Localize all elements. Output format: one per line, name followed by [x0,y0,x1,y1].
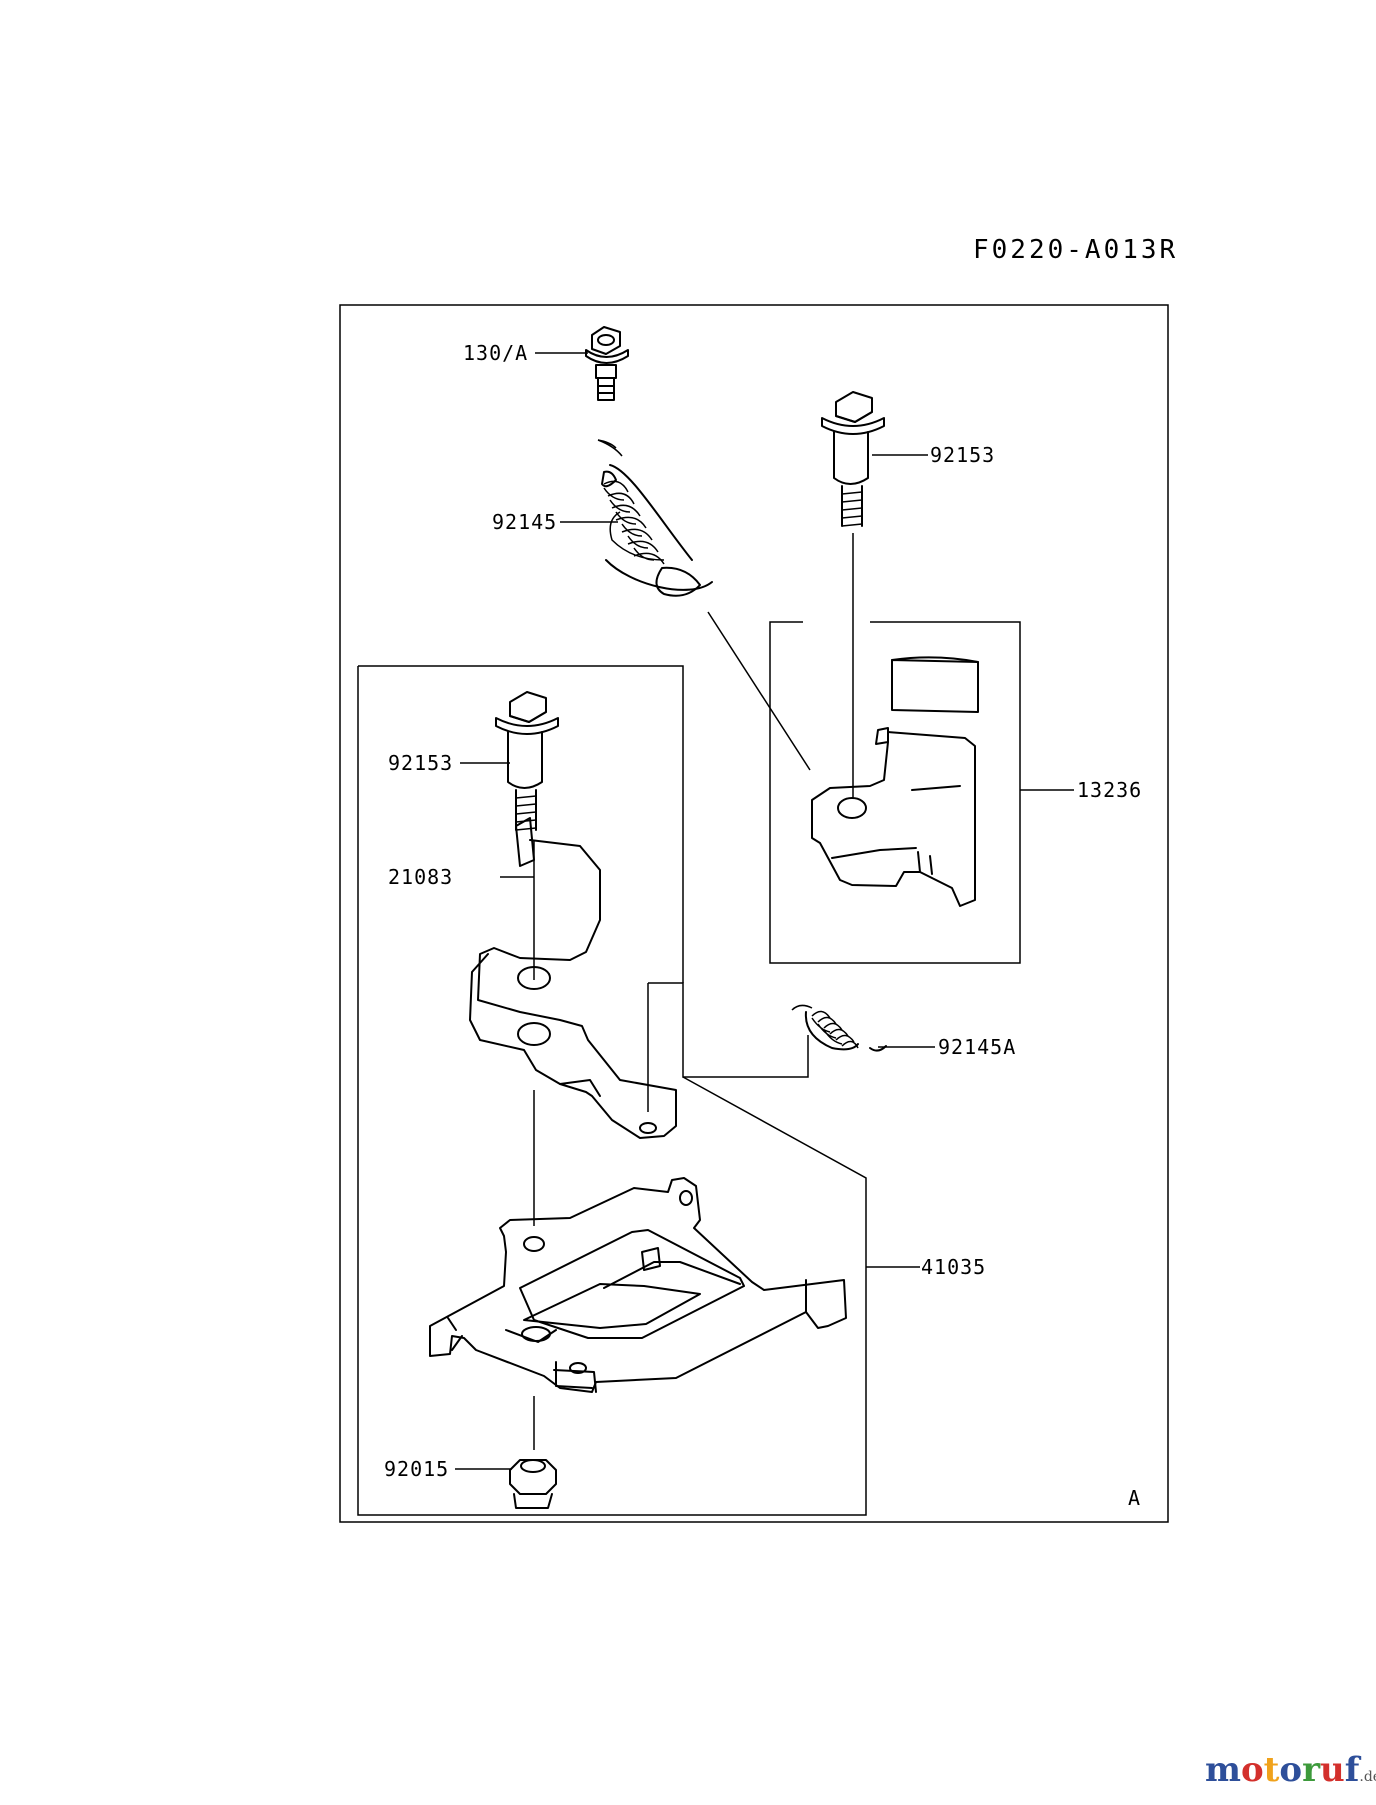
label-21083: 21083 [388,865,453,889]
spring-hook-line [648,982,809,1078]
wm-letter: o [1240,1750,1264,1790]
label-92145: 92145 [492,510,557,534]
wm-letter: t [1263,1750,1280,1790]
spring-link-line [707,611,811,771]
lever-assy-frame [769,621,1021,964]
shoulder-bolt-left [495,691,559,831]
lever-assembly [811,656,979,907]
label-13236: 13236 [1077,778,1142,802]
coil-spring [597,439,713,597]
label-130a: 130/A [463,341,528,365]
small-coil-spring [791,1004,887,1052]
control-lever [469,817,677,1139]
corner-mark: A [1128,1486,1141,1510]
wm-letter: u [1320,1750,1345,1790]
wm-letter: o [1279,1750,1303,1790]
mounting-bracket [429,1177,847,1393]
left-group-frame-lower [357,666,867,1516]
left-group-frame [358,665,684,983]
label-92145a: 92145A [938,1035,1016,1059]
shoulder-bolt-right [821,391,885,527]
wm-letter: f [1344,1750,1360,1790]
flange-bolt-small [585,326,629,401]
diagram-code: F0220-A013R [973,235,1178,265]
outer-frame [339,304,1169,1523]
label-92153-left: 92153 [388,751,453,775]
label-92015: 92015 [384,1457,449,1481]
watermark-logo: motoruf.de [1205,1750,1376,1790]
wm-suffix: .de [1359,1769,1376,1785]
wm-letter: r [1302,1750,1320,1790]
label-41035: 41035 [921,1255,986,1279]
wm-letter: m [1205,1750,1241,1790]
flange-nut [509,1459,557,1509]
label-92153-right: 92153 [930,443,995,467]
